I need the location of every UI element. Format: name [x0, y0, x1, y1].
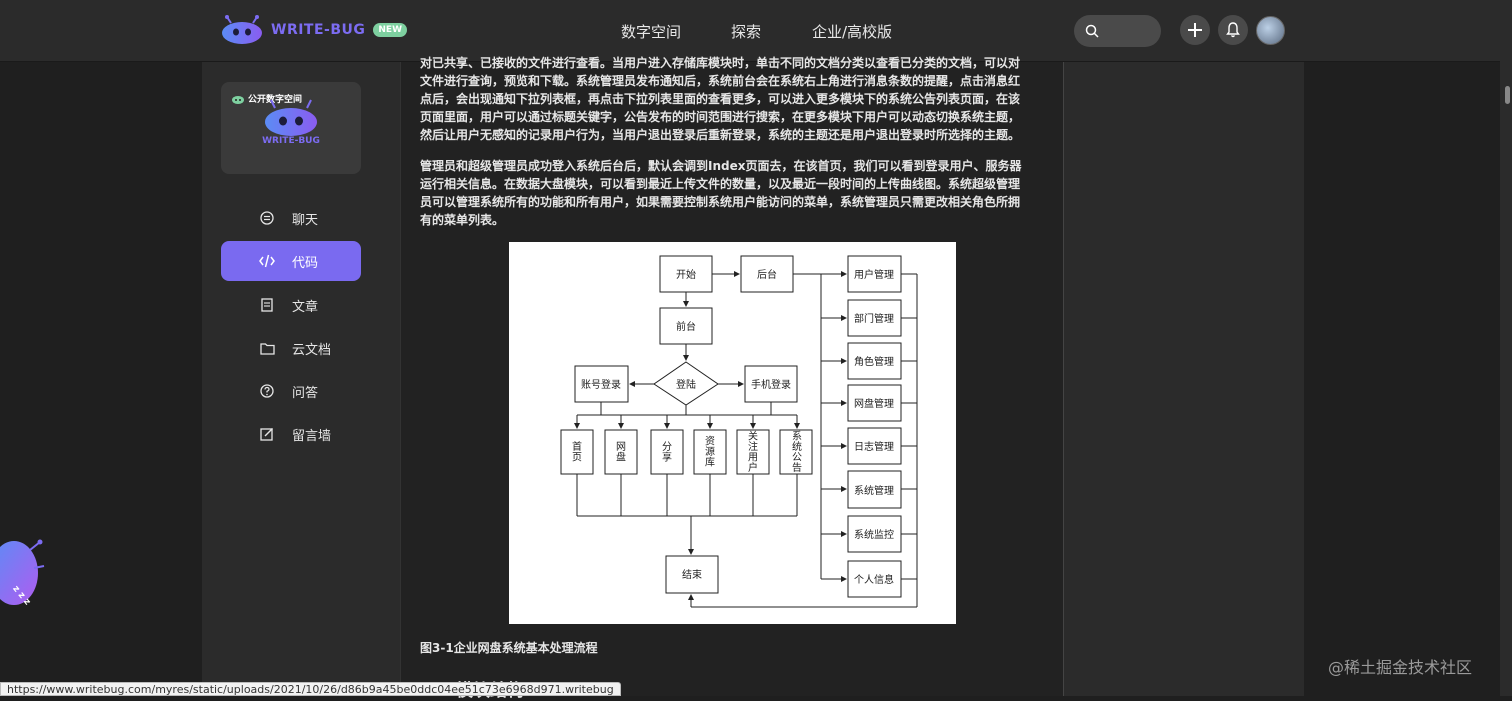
flow-front-module-char: 用	[748, 452, 758, 463]
sidebar-item-label: 聊天	[292, 212, 319, 228]
flow-end: 结束	[682, 568, 702, 581]
flow-back-module: 网盘管理	[854, 397, 894, 410]
flow-back-module: 用户管理	[854, 268, 894, 281]
flow-frontend: 前台	[676, 320, 696, 333]
flow-phone-login: 手机登录	[751, 378, 791, 391]
sidebar-item-article[interactable]: 文章	[221, 285, 361, 325]
nav-digital-space[interactable]: 数字空间	[621, 23, 682, 41]
search-icon	[1085, 24, 1099, 38]
article-icon	[259, 297, 275, 313]
space-card[interactable]: 公开数字空间 WRITE-BUG	[221, 82, 361, 174]
site-logo[interactable]: WRITE-BUG NEW	[221, 15, 407, 45]
flow-front-module-char: 注	[748, 440, 758, 453]
robot-icon	[232, 95, 244, 104]
question-icon	[259, 383, 275, 399]
flow-front-module-char: 分	[662, 441, 672, 453]
flow-front-module-char: 盘	[616, 450, 626, 463]
flow-login: 登陆	[676, 378, 696, 391]
flowchart-image[interactable]: 开始 后台 前台 登陆 账号登录 手机登录 结束 用户管理 部门管理 角色管理 …	[509, 242, 956, 624]
edit-icon	[259, 426, 275, 442]
code-icon	[259, 253, 275, 269]
sidebar-item-label: 代码	[292, 255, 319, 271]
flow-front-module-char: 页	[572, 451, 582, 463]
flow-front-module-char: 首	[572, 440, 582, 453]
sidebar-item-chat[interactable]: 聊天	[221, 198, 361, 238]
sidebar-item-label: 问答	[292, 385, 319, 401]
brand-name: WRITE-BUG	[271, 22, 366, 38]
sidebar-item-message-wall[interactable]: 留言墙	[221, 414, 361, 454]
figure-caption: 图3-1企业网盘系统基本处理流程	[420, 641, 598, 655]
top-bar: WRITE-BUG NEW 数字空间 探索 企业/高校版	[0, 0, 1512, 62]
flow-back-module: 角色管理	[854, 355, 894, 368]
search-input[interactable]	[1074, 15, 1161, 47]
new-badge: NEW	[373, 23, 407, 37]
flow-backend: 后台	[757, 268, 777, 281]
notifications-button[interactable]	[1218, 15, 1248, 45]
flow-front-module-char: 库	[705, 456, 715, 469]
sidebar-item-qa[interactable]: 问答	[221, 371, 361, 411]
watermark: @稀土掘金技术社区	[1328, 658, 1473, 677]
add-button[interactable]	[1180, 15, 1210, 45]
article-paragraph-2: 管理员和超级管理员成功登入系统后台后，默认会调到Index页面去，在该首页，我们…	[420, 159, 1022, 227]
mascot-logo-icon	[221, 15, 263, 45]
space-tag: 公开数字空间	[231, 92, 302, 105]
nav-explore[interactable]: 探索	[731, 23, 762, 41]
flow-front-module-char: 系	[792, 430, 802, 442]
flow-front-module-char: 源	[705, 445, 715, 458]
flow-back-module: 个人信息	[854, 573, 894, 586]
floating-mascot-icon[interactable]: z z z	[0, 528, 60, 628]
space-mascot-icon	[265, 99, 317, 136]
flow-front-module-char: 户	[748, 461, 758, 474]
status-bar-url: https://www.writebug.com/myres/static/up…	[0, 682, 621, 696]
sidebar-item-code[interactable]: 代码	[221, 241, 361, 281]
flow-front-module-char: 统	[792, 440, 802, 453]
flow-back-module: 部门管理	[854, 312, 894, 325]
nav-enterprise[interactable]: 企业/高校版	[812, 23, 893, 41]
article-paragraph-1: 对已共享、已接收的文件进行查看。当用户进入存储库模块时，单击不同的文档分类以查看…	[420, 56, 1021, 142]
flow-back-module: 系统管理	[854, 484, 894, 497]
flow-start: 开始	[676, 268, 696, 281]
flow-account-login: 账号登录	[581, 378, 621, 391]
folder-icon	[259, 340, 275, 356]
sidebar-item-label: 云文档	[292, 342, 332, 358]
sidebar-item-cloud-docs[interactable]: 云文档	[221, 328, 361, 368]
flow-back-module: 系统监控	[854, 528, 894, 541]
flow-front-module-char: 公	[792, 452, 802, 463]
space-name: WRITE-BUG	[262, 136, 320, 146]
flow-front-module-char: 资	[705, 436, 715, 448]
user-avatar[interactable]	[1256, 16, 1285, 45]
scrollbar-thumb[interactable]	[1505, 86, 1510, 104]
plus-icon	[1188, 23, 1202, 37]
bell-icon	[1226, 22, 1240, 38]
flow-back-module: 日志管理	[854, 440, 894, 453]
sidebar-item-label: 留言墙	[292, 428, 332, 444]
flow-front-module-char: 关	[748, 429, 758, 442]
scrollbar-track[interactable]	[1500, 0, 1512, 696]
sidebar-item-label: 文章	[292, 299, 319, 315]
flow-front-module-char: 网	[616, 441, 626, 453]
flow-front-module-char: 告	[792, 461, 802, 474]
flow-front-module-char: 享	[662, 450, 672, 463]
chat-icon	[259, 210, 275, 226]
